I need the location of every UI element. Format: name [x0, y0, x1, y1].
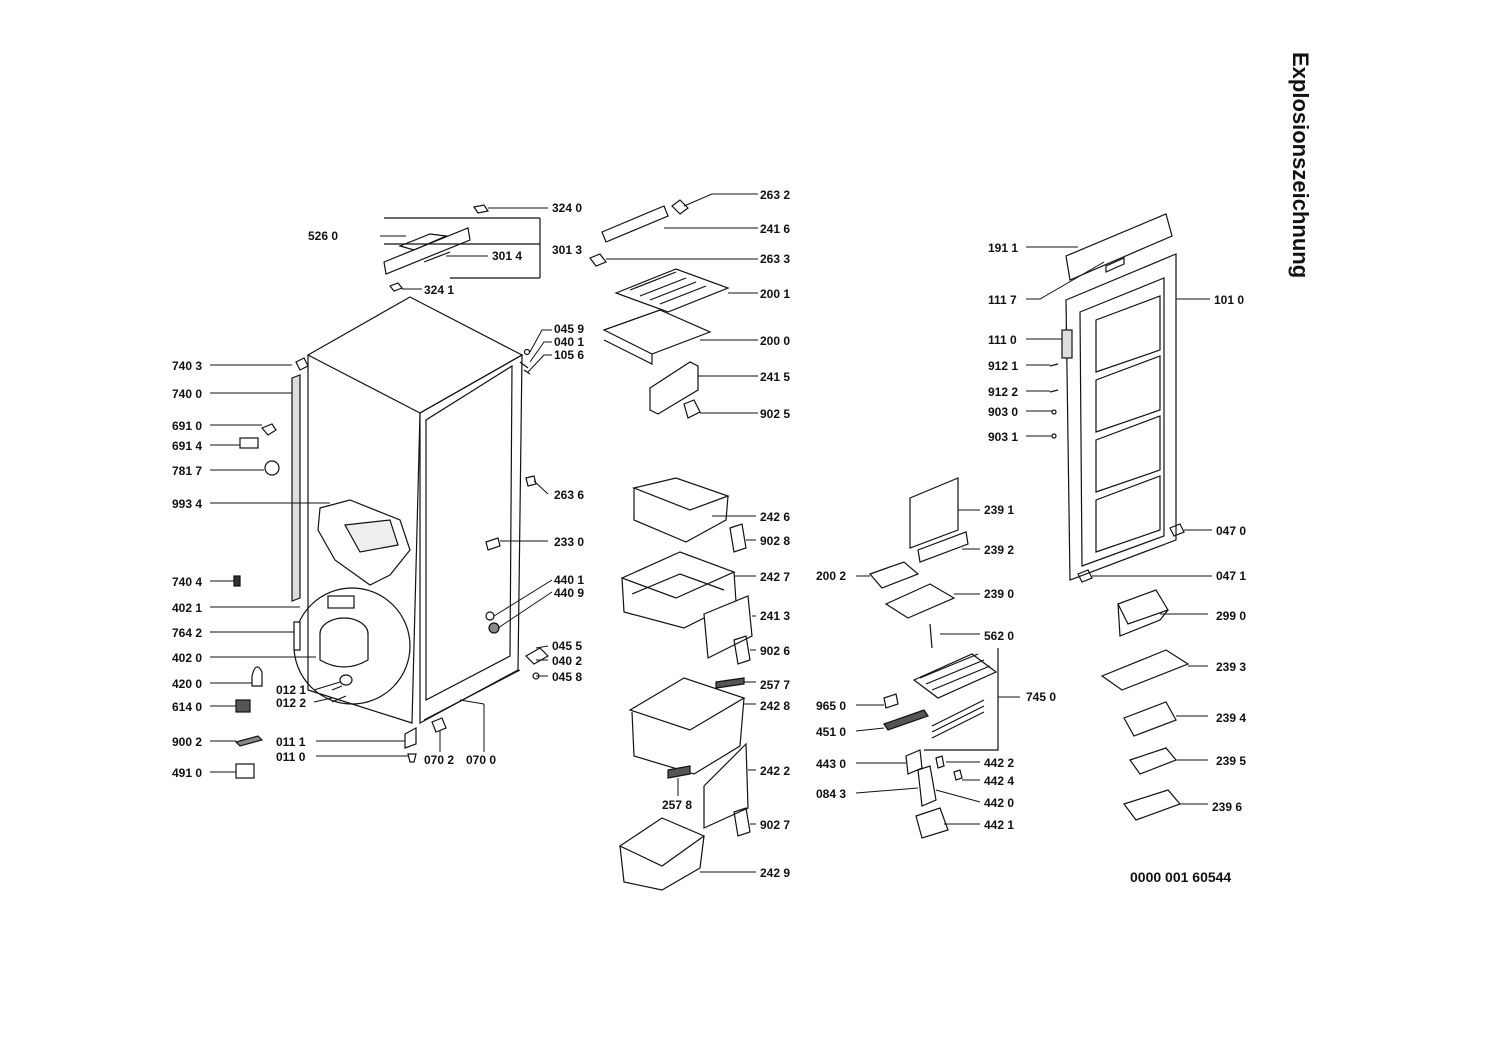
part-number-label: 301 3: [552, 243, 582, 257]
part-number-label: 239 3: [1216, 660, 1246, 674]
part-number-label: 047 1: [1216, 569, 1246, 583]
part-number-label: 402 1: [172, 601, 202, 615]
part-number-label: 442 1: [984, 818, 1014, 832]
part-number-label: 040 2: [552, 654, 582, 668]
part-number-label: 442 2: [984, 756, 1014, 770]
part-number-label: 111 7: [988, 293, 1017, 307]
part-number-label: 257 8: [662, 798, 692, 812]
part-number-label: 101 0: [1214, 293, 1244, 307]
part-number-label: 324 0: [552, 201, 582, 215]
part-number-label: 070 2: [424, 753, 454, 767]
part-number-label: 070 0: [466, 753, 496, 767]
part-number-label: 239 0: [984, 587, 1014, 601]
part-number-label: 242 6: [760, 510, 790, 524]
part-number-label: 242 8: [760, 699, 790, 713]
part-number-label: 239 2: [984, 543, 1014, 557]
part-number-label: 045 9: [554, 322, 584, 336]
part-number-label: 040 1: [554, 335, 584, 349]
part-number-label: 011 1: [276, 735, 306, 749]
part-number-label: 740 3: [172, 359, 202, 373]
part-number-label: 241 3: [760, 609, 790, 623]
part-number-label: 740 4: [172, 575, 202, 589]
part-number-label: 903 0: [988, 405, 1018, 419]
part-number-label: 442 0: [984, 796, 1014, 810]
part-number-label: 912 1: [988, 359, 1018, 373]
part-number-label: 324 1: [424, 283, 454, 297]
part-number-label: 012 2: [276, 696, 306, 710]
part-number-label: 299 0: [1216, 609, 1246, 623]
part-number-label: 781 7: [172, 464, 202, 478]
part-number-label: 740 0: [172, 387, 202, 401]
part-number-label: 443 0: [816, 757, 846, 771]
part-number-label: 242 7: [760, 570, 790, 584]
part-number-label: 239 1: [984, 503, 1014, 517]
part-number-label: 045 8: [552, 670, 582, 684]
part-number-label: 993 4: [172, 497, 202, 511]
part-number-label: 105 6: [554, 348, 584, 362]
part-number-label: 614 0: [172, 700, 202, 714]
part-number-label: 691 0: [172, 419, 202, 433]
part-number-label: 200 1: [760, 287, 790, 301]
part-number-label: 045 5: [552, 639, 582, 653]
part-number-label: 491 0: [172, 766, 202, 780]
part-number-label: 440 9: [554, 586, 584, 600]
part-number-label: 442 4: [984, 774, 1014, 788]
drawing-title: Explosionszeichnung: [1288, 52, 1313, 279]
part-number-label: 903 1: [988, 430, 1018, 444]
part-number-label: 965 0: [816, 699, 846, 713]
part-number-label: 900 2: [172, 735, 202, 749]
part-number-label: 200 2: [816, 569, 846, 583]
part-number-label: 241 5: [760, 370, 790, 384]
part-number-label: 440 1: [554, 573, 584, 587]
part-number-label: 239 5: [1216, 754, 1246, 768]
part-number-label: 691 4: [172, 439, 202, 453]
part-number-label: 301 4: [492, 249, 522, 263]
part-number-label: 242 2: [760, 764, 790, 778]
part-number-label: 562 0: [984, 629, 1014, 643]
part-number-label: 012 1: [276, 683, 306, 697]
part-number-label: 263 2: [760, 188, 790, 202]
part-number-label: 902 7: [760, 818, 790, 832]
part-number-label: 191 1: [988, 241, 1018, 255]
part-number-label: 242 9: [760, 866, 790, 880]
part-number-label: 902 5: [760, 407, 790, 421]
part-number-label: 241 6: [760, 222, 790, 236]
part-number-label: 111 0: [988, 333, 1017, 347]
part-number-label: 902 8: [760, 534, 790, 548]
part-number-label: 263 6: [554, 488, 584, 502]
document-number: 0000 001 60544: [1130, 869, 1232, 885]
part-number-label: 420 0: [172, 677, 202, 691]
part-number-label: 084 3: [816, 787, 846, 801]
part-number-label: 263 3: [760, 252, 790, 266]
part-number-label: 011 0: [276, 750, 306, 764]
part-number-label: 257 7: [760, 678, 790, 692]
part-number-label: 451 0: [816, 725, 846, 739]
part-number-label: 902 6: [760, 644, 790, 658]
part-number-label: 912 2: [988, 385, 1018, 399]
part-number-label: 239 4: [1216, 711, 1246, 725]
part-number-label: 200 0: [760, 334, 790, 348]
part-number-label: 047 0: [1216, 524, 1246, 538]
part-number-label: 764 2: [172, 626, 202, 640]
part-number-label: 526 0: [308, 229, 338, 243]
part-number-label: 402 0: [172, 651, 202, 665]
part-number-label: 233 0: [554, 535, 584, 549]
part-number-label: 239 6: [1212, 800, 1242, 814]
part-number-label: 745 0: [1026, 690, 1056, 704]
